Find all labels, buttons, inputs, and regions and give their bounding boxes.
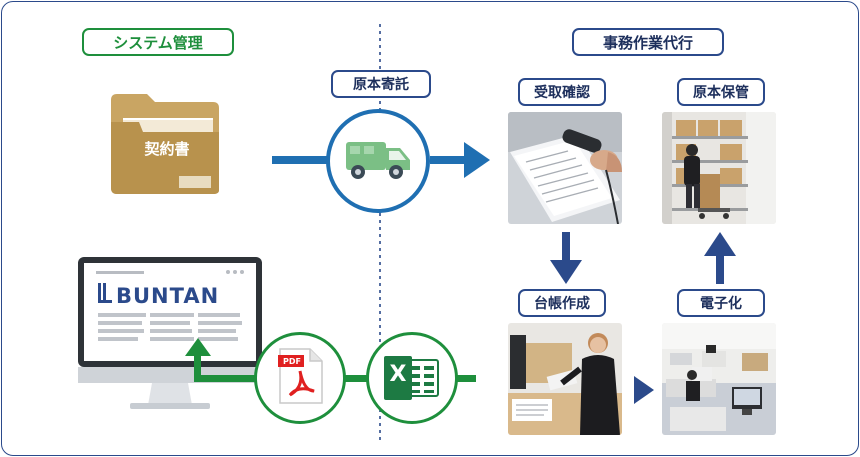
deposit-arrowhead-icon bbox=[464, 142, 490, 178]
down-arrow-icon bbox=[550, 232, 582, 284]
original-storage-label: 原本保管 bbox=[677, 78, 765, 106]
ledger-creation-label: 台帳作成 bbox=[518, 289, 606, 317]
pdf-circle bbox=[254, 332, 346, 424]
excel-letter: X bbox=[389, 362, 407, 387]
file-connector-line bbox=[342, 375, 368, 382]
file-connector-right bbox=[456, 375, 476, 382]
office-agency-label: 事務作業代行 bbox=[572, 28, 724, 56]
excel-file-icon bbox=[384, 356, 439, 400]
receipt-confirmation-photo bbox=[508, 112, 622, 224]
folder-label: 契約書 bbox=[144, 140, 190, 158]
contract-folder-icon bbox=[111, 94, 219, 194]
up-arrow-icon bbox=[704, 232, 736, 284]
right-arrow-icon bbox=[634, 376, 654, 404]
monitor-icon bbox=[78, 257, 262, 409]
pdf-file-icon bbox=[278, 348, 323, 404]
digitization-photo bbox=[662, 323, 776, 435]
buntan-logo: BUNTAN bbox=[116, 284, 220, 308]
system-management-label: システム管理 bbox=[82, 28, 234, 56]
export-line bbox=[194, 375, 278, 382]
deposit-arrow-left bbox=[272, 156, 330, 164]
original-deposit-label: 原本寄託 bbox=[331, 70, 431, 98]
original-storage-photo bbox=[662, 112, 776, 224]
export-arrowhead-icon bbox=[185, 338, 211, 356]
digitization-label: 電子化 bbox=[677, 289, 765, 317]
ledger-creation-photo bbox=[508, 323, 622, 435]
deposit-arrow-right bbox=[430, 156, 468, 164]
receipt-confirmation-label: 受取確認 bbox=[518, 78, 606, 106]
delivery-truck-icon bbox=[346, 142, 410, 179]
export-line-vertical bbox=[194, 352, 201, 382]
pdf-badge-label: PDF bbox=[283, 357, 301, 366]
